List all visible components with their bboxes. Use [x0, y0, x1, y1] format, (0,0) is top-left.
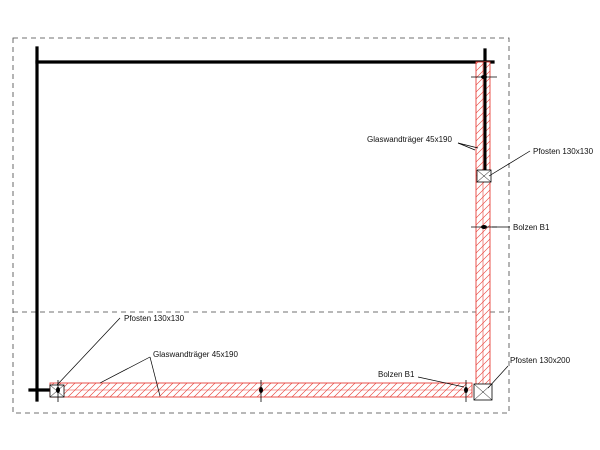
- roof-outline-dashed: [12, 37, 510, 414]
- post-corner: [473, 383, 493, 401]
- label-post-corner: Pfosten 130x200: [510, 356, 571, 365]
- leader-lines: [56, 142, 531, 397]
- label-post-left-bottom: Pfosten 130x130: [124, 314, 185, 323]
- bolt-bottom-mid: [259, 380, 263, 402]
- bolt-marks: [56, 75, 497, 402]
- bolt-right-top: [471, 75, 497, 79]
- beam-bottom: [49, 382, 473, 398]
- label-bolt-bottom: Bolzen B1: [378, 370, 415, 379]
- label-post-right-top: Pfosten 130x130: [533, 147, 594, 156]
- label-beam-bottom: Glaswandträger 45x190: [153, 350, 238, 359]
- post-right-top: [476, 169, 492, 183]
- label-beam-top-right: Glaswandträger 45x190: [367, 135, 452, 144]
- wall-lines: [28, 46, 495, 402]
- bolt-bottom-right: [464, 380, 468, 402]
- label-bolt-right: Bolzen B1: [513, 223, 550, 232]
